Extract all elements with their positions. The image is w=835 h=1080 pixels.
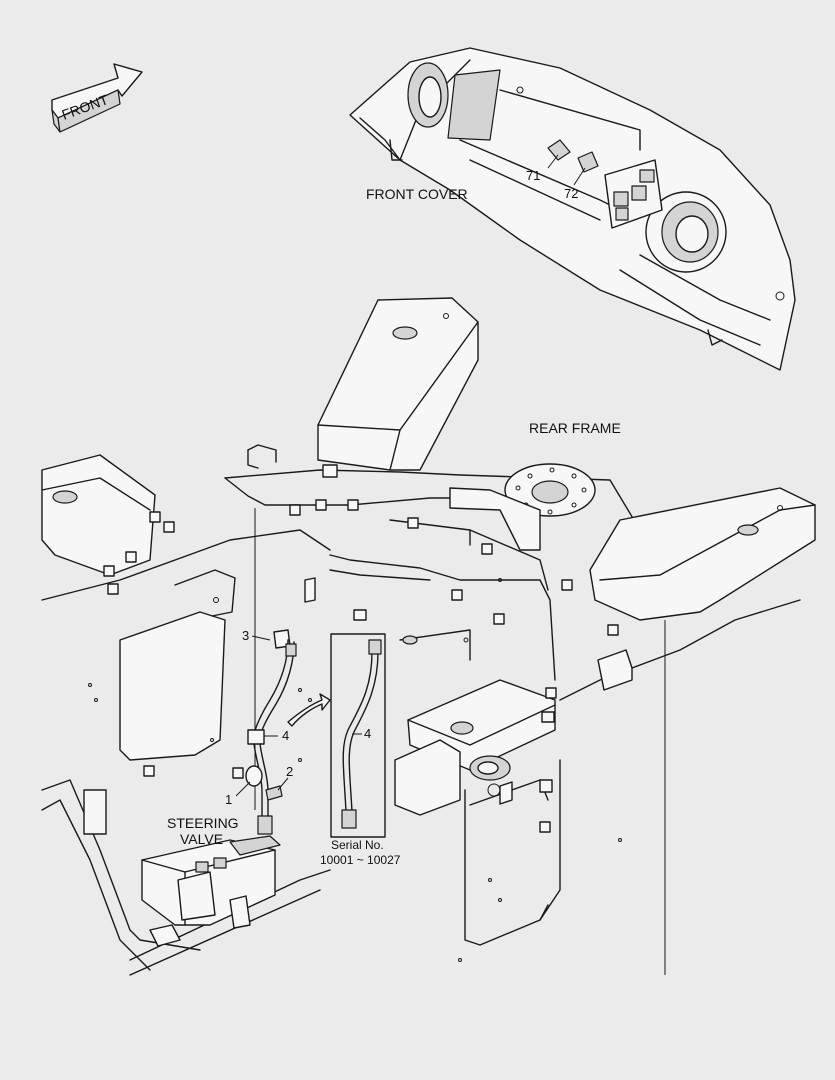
- front-cover-label: FRONT COVER: [366, 186, 468, 202]
- switch-72: [577, 151, 599, 173]
- harness-assembly: 3 4 1 2: [225, 628, 297, 835]
- serial-detail-box: 4 Serial No. 10001 ~ 10027: [320, 633, 401, 867]
- detail-pointer-arrow: [287, 693, 331, 727]
- callout-3: 3: [242, 628, 249, 643]
- callout-4: 4: [282, 728, 289, 743]
- front-cover-assembly: 71 72: [349, 47, 796, 371]
- band-clamp: [247, 729, 265, 745]
- callout-1: 1: [225, 792, 232, 807]
- steering-valve-label-line1: STEERING: [167, 815, 239, 831]
- front-direction-arrow: FRONT: [51, 63, 143, 133]
- steering-valve: [141, 835, 281, 947]
- callout-2: 2: [286, 764, 293, 779]
- callout-72: 72: [564, 186, 578, 201]
- clip-1: [245, 765, 263, 787]
- rear-frame-label: REAR FRAME: [529, 420, 621, 436]
- serial-range: 10001 ~ 10027: [320, 853, 401, 867]
- switch-71: [547, 139, 571, 161]
- serial-label: Serial No.: [331, 838, 384, 852]
- callout-4-detail: 4: [364, 726, 371, 741]
- rear-frame: [41, 297, 816, 976]
- steering-valve-label-line2: VALVE: [180, 831, 223, 847]
- callout-71: 71: [526, 168, 540, 183]
